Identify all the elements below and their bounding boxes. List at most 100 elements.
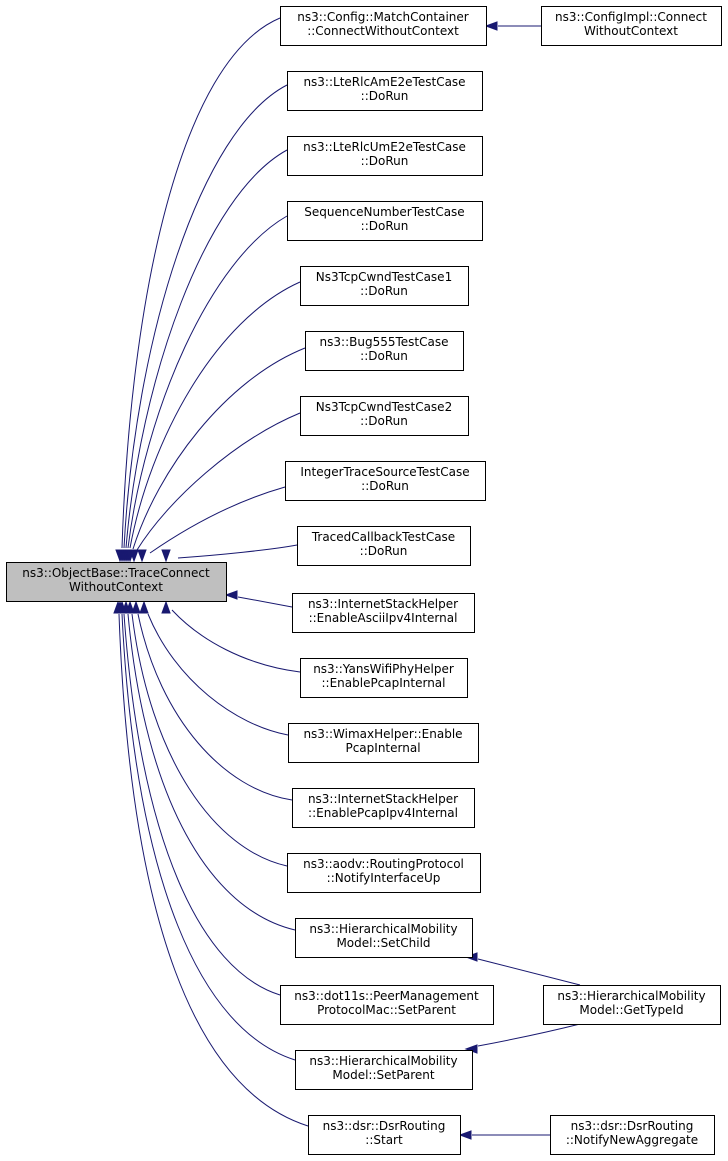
edge-line	[121, 613, 296, 1061]
edge-inttrace-to-root	[137, 486, 286, 563]
edge-seqnum-to-root	[121, 215, 288, 563]
node-lteum[interactable]: ns3::LteRlcUmE2eTestCase::DoRun	[287, 136, 483, 176]
edge-arrowhead	[458, 1130, 472, 1140]
edge-arrowhead	[139, 600, 149, 614]
node-label-line: ns3::Config::MatchContainer	[297, 10, 468, 24]
edge-aodv-to-root	[125, 600, 288, 867]
node-label-line: Ns3TcpCwndTestCase2	[316, 400, 452, 414]
edge-arrowhead	[137, 549, 147, 563]
node-tcpcwnd2[interactable]: Ns3TcpCwndTestCase2::DoRun	[300, 396, 469, 436]
node-label-line: TracedCallbackTestCase	[311, 530, 455, 544]
edge-yanswifi-to-root	[161, 600, 301, 673]
node-label-line: ::EnablePcapInternal	[321, 676, 445, 690]
edge-line	[147, 613, 289, 736]
edge-line	[127, 613, 296, 931]
node-box	[287, 853, 481, 893]
edge-arrowhead	[161, 600, 171, 614]
node-label-line: IntegerTraceSourceTestCase	[300, 465, 469, 479]
node-label-line: ns3::dsr::DsrRouting	[571, 1119, 694, 1133]
node-box	[280, 985, 494, 1025]
node-label-line: ::DoRun	[361, 154, 409, 168]
node-label-line: ::NotifyInterfaceUp	[327, 871, 441, 885]
node-tcpcwnd1[interactable]: Ns3TcpCwndTestCase1::DoRun	[300, 266, 469, 306]
node-label-line: ::DoRun	[360, 349, 408, 363]
node-dsrstart[interactable]: ns3::dsr::DsrRouting::Start	[308, 1115, 461, 1155]
node-inttrace[interactable]: IntegerTraceSourceTestCase::DoRun	[285, 461, 486, 501]
node-lteam[interactable]: ns3::LteRlcAmE2eTestCase::DoRun	[287, 71, 483, 111]
node-box	[308, 1115, 461, 1155]
node-label-line: ns3::dsr::DsrRouting	[323, 1119, 446, 1133]
node-box	[285, 461, 486, 501]
node-label-line: ::DoRun	[360, 414, 408, 428]
node-label-line: Model::SetParent	[332, 1068, 435, 1082]
node-label-line: ::DoRun	[361, 89, 409, 103]
node-match[interactable]: ns3::Config::MatchContainer::ConnectWith…	[280, 6, 487, 46]
node-iasciiv4[interactable]: ns3::InternetStackHelper::EnableAsciiIpv…	[292, 593, 475, 633]
node-label-line: ns3::InternetStackHelper	[308, 597, 458, 611]
node-box	[297, 526, 471, 566]
node-hmgettypeid[interactable]: ns3::HierarchicalMobilityModel::GetTypeI…	[543, 985, 721, 1025]
node-label-line: ::DoRun	[361, 219, 409, 233]
edge-line	[171, 609, 301, 673]
node-label-line: SequenceNumberTestCase	[304, 205, 464, 219]
edge-tcpcwnd2-to-root	[129, 412, 301, 563]
node-label-line: ns3::HierarchicalMobility	[557, 989, 705, 1003]
edge-arrowhead	[113, 600, 123, 614]
node-label-line: ns3::InternetStackHelper	[308, 792, 458, 806]
node-box	[288, 723, 479, 763]
edge-lteum-to-root	[119, 149, 288, 563]
edges-layer	[113, 17, 581, 1140]
node-tracedcb[interactable]: TracedCallbackTestCase::DoRun	[297, 526, 471, 566]
edge-arrowhead	[484, 21, 498, 31]
node-box	[287, 201, 483, 241]
node-ipcapv4[interactable]: ns3::InternetStackHelper::EnablePcapIpv4…	[292, 788, 475, 828]
node-aodv[interactable]: ns3::aodv::RoutingProtocol::NotifyInterf…	[287, 853, 481, 893]
node-box	[287, 71, 483, 111]
node-label-line: ::ConnectWithoutContext	[307, 24, 459, 38]
node-label-line: ns3::HierarchicalMobility	[309, 922, 457, 936]
node-wimax[interactable]: ns3::WimaxHelper::EnablePcapInternal	[288, 723, 479, 763]
node-seqnum[interactable]: SequenceNumberTestCase::DoRun	[287, 201, 483, 241]
node-bug555[interactable]: ns3::Bug555TestCase::DoRun	[305, 331, 464, 371]
node-label-line: ns3::YansWifiPhyHelper	[313, 662, 454, 676]
node-dot11s[interactable]: ns3::dot11s::PeerManagementProtocolMac::…	[280, 985, 494, 1025]
node-yanswifi[interactable]: ns3::YansWifiPhyHelper::EnablePcapIntern…	[300, 658, 468, 698]
node-label-line: ns3::ObjectBase::TraceConnect	[22, 566, 210, 580]
nodes-layer: ns3::ObjectBase::TraceConnectWithoutCont…	[6, 6, 722, 1155]
node-box	[543, 985, 721, 1025]
edge-line	[149, 486, 286, 554]
edge-arrowhead	[161, 549, 171, 563]
node-label-line: ::Start	[365, 1133, 403, 1147]
edge-line	[177, 544, 298, 559]
node-root[interactable]: ns3::ObjectBase::TraceConnectWithoutCont…	[6, 562, 227, 602]
edge-line	[118, 613, 309, 1127]
edge-bug555-to-root	[125, 347, 306, 563]
edge-line	[131, 613, 288, 867]
edge-iasciiv4-to-root	[224, 590, 293, 608]
node-label-line: ::NotifyNewAggregate	[566, 1133, 698, 1147]
node-label-line: Model::GetTypeId	[579, 1003, 683, 1017]
node-configimpl[interactable]: ns3::ConfigImpl::ConnectWithoutContext	[541, 6, 722, 46]
node-box	[292, 593, 475, 633]
node-label-line: ProtocolMac::SetParent	[317, 1003, 456, 1017]
node-label-line: Ns3TcpCwndTestCase1	[316, 270, 452, 284]
node-label-line: ::DoRun	[361, 479, 409, 493]
edge-arrowhead	[129, 549, 139, 563]
node-label-line: ns3::HierarchicalMobility	[309, 1054, 457, 1068]
node-label-line: ns3::dot11s::PeerManagement	[294, 989, 479, 1003]
edge-line	[125, 149, 288, 549]
edge-hmsetparent-to-root	[115, 600, 296, 1061]
node-dsrnotify[interactable]: ns3::dsr::DsrRouting::NotifyNewAggregate	[550, 1115, 715, 1155]
edge-line	[123, 84, 288, 549]
node-hmsetparent[interactable]: ns3::HierarchicalMobilityModel::SetParen…	[295, 1050, 473, 1090]
node-label-line: WithoutContext	[69, 580, 163, 594]
edge-line	[477, 1023, 581, 1047]
node-label-line: PcapInternal	[345, 741, 420, 755]
edge-configimpl-to-match	[484, 21, 541, 31]
node-box	[300, 266, 469, 306]
edge-line	[237, 596, 293, 608]
node-label-line: ns3::aodv::RoutingProtocol	[303, 857, 464, 871]
edge-line	[136, 412, 301, 551]
